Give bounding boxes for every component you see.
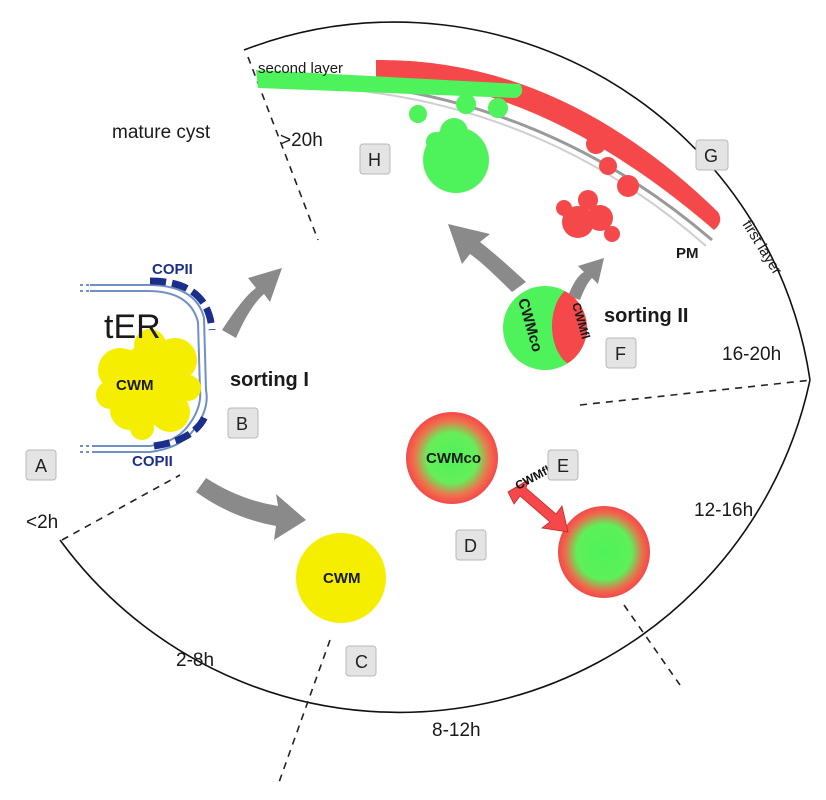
red-vesicles: [556, 134, 639, 242]
svg-text:B: B: [236, 414, 248, 434]
cyst-outline: [59, 21, 811, 714]
label-copii-top: COPII: [152, 261, 193, 278]
label-time-16-20: 16-20h: [722, 344, 781, 365]
label-time-lt2: <2h: [26, 512, 58, 533]
label-time-2-8: 2-8h: [176, 650, 214, 671]
svg-text:A: A: [35, 456, 47, 476]
label-sorting-2: sorting II: [604, 305, 688, 327]
tag-g: G: [695, 139, 729, 171]
label-sorting-1: sorting I: [230, 369, 309, 391]
first-layer: [376, 59, 721, 230]
ter-membrane: [90, 284, 208, 453]
label-cwm-er: CWM: [116, 377, 154, 394]
svg-text:H: H: [368, 150, 381, 170]
label-cwm-c: CWM: [323, 570, 361, 587]
tag-d: D: [455, 529, 487, 561]
svg-text:G: G: [704, 146, 718, 166]
arrow-to-g: [568, 258, 604, 300]
label-pm: PM: [676, 245, 699, 262]
tag-a: A: [25, 449, 57, 481]
label-second-layer: second layer: [258, 60, 343, 77]
cwmfl-exchange-arrow: [507, 479, 569, 533]
green-vesicles: [409, 94, 508, 193]
tag-f: F: [605, 337, 637, 369]
arrow-to-h: [448, 224, 526, 292]
arrow-to-c: [196, 478, 306, 540]
copii-coat-bottom: [153, 412, 210, 450]
label-copii-bottom: COPII: [132, 453, 173, 470]
copii-coat-top: [149, 277, 216, 331]
tag-h: H: [359, 143, 391, 175]
ter-membrane-ends: [80, 284, 92, 453]
svg-text:E: E: [557, 456, 569, 476]
vesicle-cwmco: [406, 412, 498, 504]
vesicle-cwmfl: [558, 506, 650, 598]
label-time-12-16: 12-16h: [694, 500, 753, 521]
svg-text:C: C: [355, 652, 368, 672]
label-cwmfl-e: CWMfl: [513, 463, 553, 493]
label-time-8-12: 8-12h: [432, 720, 481, 741]
label-ter: tER: [104, 308, 161, 346]
label-mature-cyst: mature cyst: [112, 122, 211, 143]
label-time-gt20: >20h: [280, 130, 323, 151]
label-cwmco-d: CWMco: [426, 450, 481, 467]
svg-text:D: D: [464, 536, 477, 556]
svg-text:F: F: [615, 344, 626, 364]
tag-b: B: [227, 407, 259, 439]
arrow-to-mature: [222, 268, 282, 338]
cwm-aggregate: [96, 329, 201, 440]
tag-c: C: [345, 645, 377, 677]
tag-e: E: [547, 449, 579, 481]
vesicle-sorting: [503, 286, 587, 370]
vesicle-cwm: [296, 533, 386, 623]
label-first-layer: first layer: [739, 217, 786, 278]
second-layer: [256, 70, 523, 98]
